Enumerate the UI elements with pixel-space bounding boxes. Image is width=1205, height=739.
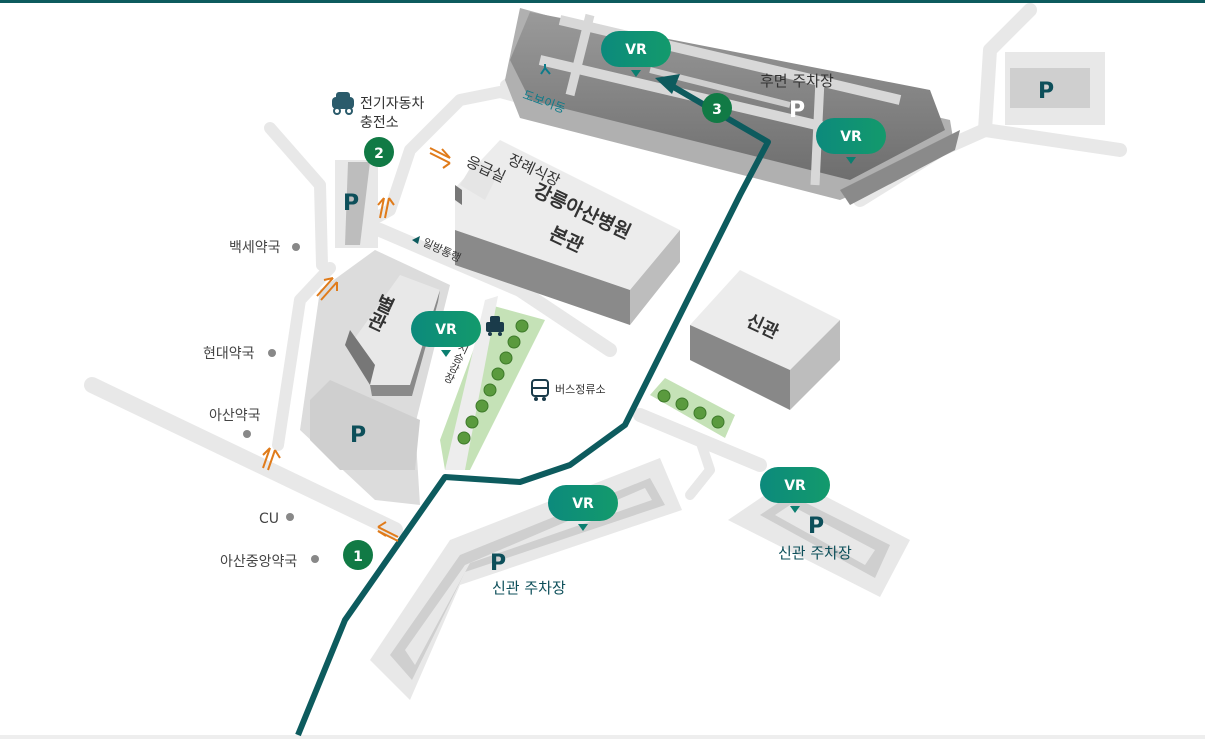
ev-label-line1: 전기자동차 xyxy=(360,96,425,112)
parking-symbol-top-right: P xyxy=(1038,79,1054,104)
pharmacy-baekse: 백세약국 xyxy=(229,240,281,256)
annex-area xyxy=(300,250,450,505)
svg-text:VR: VR xyxy=(435,322,457,338)
route xyxy=(295,74,771,737)
new-building xyxy=(690,270,840,410)
bus-icon xyxy=(531,379,549,401)
route-arrowhead xyxy=(655,74,680,94)
parking-symbol-left: P xyxy=(343,191,359,216)
pharmacy-dots xyxy=(243,243,319,563)
pharmacy-asan: 아산약국 xyxy=(209,408,261,424)
marker-1[interactable]: 1 xyxy=(343,540,373,570)
entry-arrows xyxy=(262,147,451,542)
svg-text:VR: VR xyxy=(625,42,647,58)
svg-text:1: 1 xyxy=(353,549,363,565)
pharmacy-hyundai: 현대약국 xyxy=(203,346,255,362)
vr-button-rear-left[interactable]: VR xyxy=(601,31,671,77)
left-small-parking xyxy=(335,160,378,248)
svg-text:VR: VR xyxy=(840,129,862,145)
vr-button-new-parking-right[interactable]: VR xyxy=(760,467,830,513)
marker-3[interactable]: 3 xyxy=(702,93,732,123)
top-right-parking xyxy=(1005,52,1105,125)
one-way-icon xyxy=(412,236,420,244)
svg-text:VR: VR xyxy=(572,496,594,512)
parking-symbol-rear: P xyxy=(789,98,805,123)
marker-2[interactable]: 2 xyxy=(364,137,394,167)
arrow-4 xyxy=(377,197,395,219)
ev-charger-icon xyxy=(332,92,354,115)
store-cu: CU xyxy=(259,511,279,527)
vr-button-new-parking-bottom[interactable]: VR xyxy=(548,485,618,531)
vr-button-rear-right[interactable]: VR xyxy=(816,118,886,164)
ev-label-line2: 충전소 xyxy=(360,115,399,131)
main-building xyxy=(455,140,680,325)
parking-symbol-annex: P xyxy=(350,423,366,448)
new-parking-label-right: 신관 주차장 xyxy=(778,544,852,562)
rear-parking-label: 후면 주차장 xyxy=(760,72,834,90)
arrow-2 xyxy=(262,447,281,471)
arrow-3 xyxy=(316,277,338,301)
emergency-corner xyxy=(455,160,500,205)
vr-button-annex[interactable]: VR xyxy=(411,311,481,357)
new-parking-right xyxy=(728,478,910,597)
parking-symbol-new-bottom: P xyxy=(490,551,506,576)
arrow-5 xyxy=(429,147,451,169)
walk-icon xyxy=(540,64,551,75)
bottom-rule xyxy=(0,735,1205,739)
bus-stop-label: 버스정류소 xyxy=(555,383,606,396)
top-rule xyxy=(0,0,1205,3)
rear-parking-lot xyxy=(505,8,960,205)
taxi-icon xyxy=(486,316,504,336)
pharmacy-asan-jungang: 아산중앙약국 xyxy=(220,554,297,570)
new-parking-label-bottom: 신관 주차장 xyxy=(492,579,566,597)
svg-text:VR: VR xyxy=(784,478,806,494)
arrow-1 xyxy=(377,521,399,542)
parking-symbol-new-right: P xyxy=(808,514,824,539)
svg-text:2: 2 xyxy=(374,146,384,162)
trees xyxy=(457,319,725,445)
svg-text:3: 3 xyxy=(712,102,722,118)
